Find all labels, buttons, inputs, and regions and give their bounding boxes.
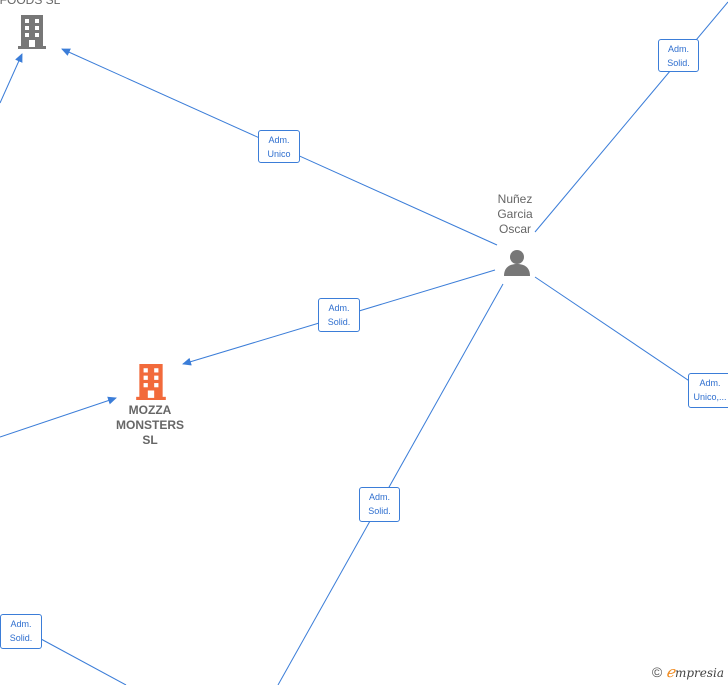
person-name-line: Nuñez (497, 192, 533, 206)
company-name-line: SL (142, 433, 158, 447)
edge-label-line: Solid. (327, 317, 351, 327)
building-icon (18, 15, 46, 49)
company-name-line: MONSTERS (115, 418, 184, 432)
person-name-nunez-garcia-oscar[interactable]: Nuñez Garcia Oscar (480, 192, 550, 237)
edge-label-adm-solid-bottom-left[interactable]: Adm. Solid. (0, 614, 42, 649)
company-name-foods[interactable]: FOODS SL (0, 0, 61, 7)
building-icon (136, 364, 166, 400)
edge-label-line: Adm. (368, 492, 390, 502)
empresia-logo: ℯmpresia (666, 663, 724, 681)
edge-label-line: Unico (267, 149, 291, 159)
edge-label-adm-solid-mozza[interactable]: Adm. Solid. (318, 298, 360, 332)
edge-person-to-bottom (277, 283, 504, 685)
edge-label-line: Adm. (328, 303, 350, 313)
edge-label-line: Unico,... (693, 392, 727, 402)
edge-label-adm-solid-bottom[interactable]: Adm. Solid. (359, 487, 400, 522)
person-name-line: Garcia (497, 207, 533, 221)
edge-label-line: Adm. (667, 44, 689, 54)
edge-left-to-foods (0, 53, 23, 104)
edge-person-to-top-right (534, 1, 728, 233)
edge-label-adm-unico-right[interactable]: Adm. Unico,... (688, 373, 728, 408)
edge-label-line: Solid. (368, 506, 391, 516)
edge-label-adm-solid-top-right[interactable]: Adm. Solid. (658, 39, 699, 72)
person-icon (504, 250, 530, 276)
edge-label-line: Adm. (268, 135, 290, 145)
edge-label-line: Adm. (10, 619, 32, 629)
company-name-line: MOZZA (128, 403, 172, 417)
copyright-notice: © ℯmpresia (652, 663, 724, 681)
edge-bottom-left (40, 638, 127, 685)
edge-label-line: Adm. (699, 378, 721, 388)
company-name-mozza-monsters[interactable]: MOZZA MONSTERS SL (105, 403, 195, 448)
edge-left-to-mozza (0, 396, 117, 438)
edge-label-adm-unico[interactable]: Adm. Unico (258, 130, 300, 163)
edge-label-line: Solid. (9, 633, 33, 643)
edge-label-line: Solid. (667, 58, 690, 68)
person-name-line: Oscar (498, 222, 531, 236)
copyright-symbol: © (651, 664, 663, 680)
